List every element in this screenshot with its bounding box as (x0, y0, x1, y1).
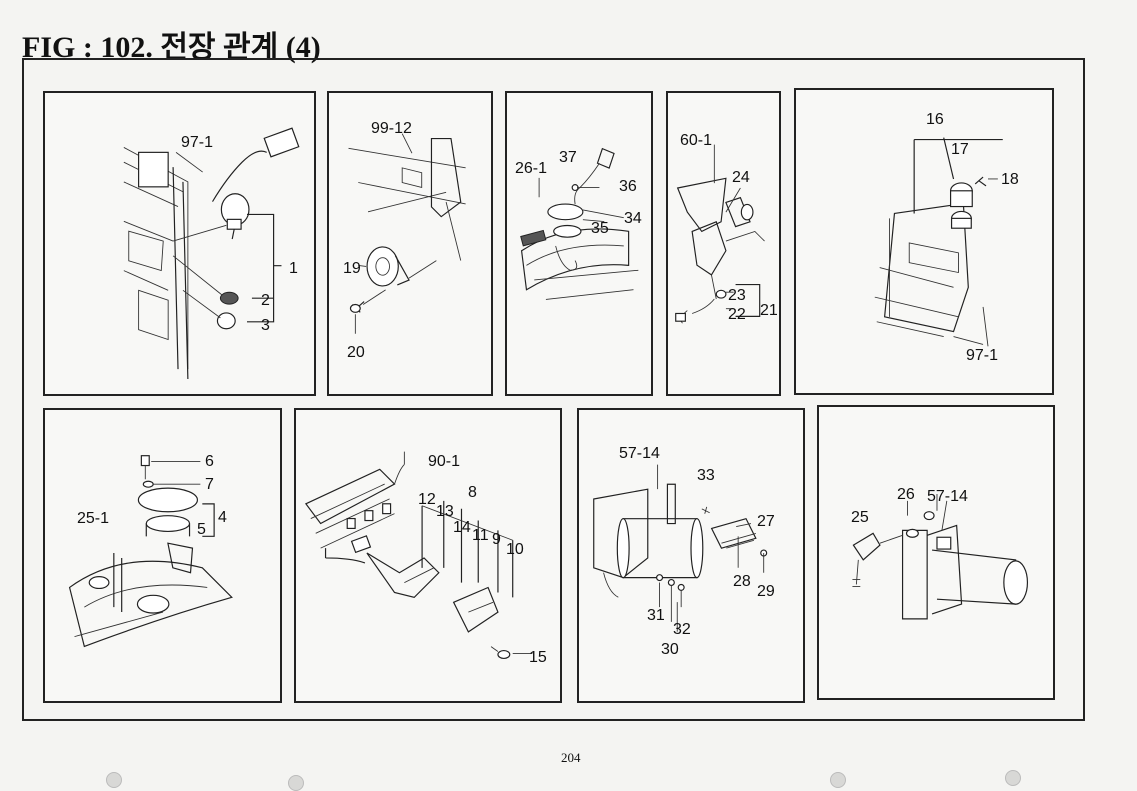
callout-3: 3 (261, 317, 270, 334)
callout-29: 29 (757, 583, 775, 600)
callout-20: 20 (347, 344, 365, 361)
callout-25-1: 25-1 (77, 510, 110, 527)
callout-24: 24 (732, 169, 750, 186)
diagram-panel-4: 60-1 24 23 21 22 (666, 91, 781, 396)
callout-99-12: 99-12 (371, 120, 412, 137)
callout-17: 17 (951, 141, 969, 158)
binder-hole-3 (830, 772, 846, 788)
callout-26-sensor: 26 (897, 486, 915, 503)
callout-19: 19 (343, 260, 361, 277)
diagram-panel-7: 90-1 8 12 13 14 11 9 10 15 (294, 408, 562, 703)
callout-25: 25 (851, 509, 869, 526)
callout-90-1: 90-1 (428, 453, 461, 470)
callout-32: 32 (673, 621, 691, 638)
callout-10: 10 (506, 541, 524, 558)
callout-1: 1 (289, 260, 298, 277)
diagram-panel-3: 37 26-1 36 34 35 (505, 91, 653, 396)
horn-drawing (348, 133, 466, 334)
callout-28: 28 (733, 573, 751, 590)
callout-33: 33 (697, 467, 715, 484)
fuel-sender-drawing (520, 147, 639, 300)
callout-21: 21 (760, 302, 778, 319)
callout-97-1-lamp: 97-1 (966, 347, 999, 364)
callout-57-14-sensor: 57-14 (927, 488, 968, 505)
callout-34: 34 (624, 210, 642, 227)
callout-4: 4 (218, 509, 227, 526)
callout-37: 37 (559, 149, 577, 166)
callout-23: 23 (728, 287, 746, 304)
callout-35: 35 (591, 220, 609, 237)
callout-15: 15 (529, 649, 547, 666)
lamp-bracket-drawing (874, 137, 1003, 347)
binder-hole-2 (288, 775, 304, 791)
callout-12: 12 (418, 491, 436, 508)
callout-18: 18 (1001, 171, 1019, 188)
callout-27: 27 (757, 513, 775, 530)
bracket-relay-drawing (675, 144, 765, 324)
callout-11: 11 (472, 527, 489, 544)
callout-60-1: 60-1 (680, 132, 713, 149)
regulator-harness-drawing (304, 451, 533, 660)
figure-frame (22, 58, 1085, 721)
callout-9: 9 (492, 531, 501, 548)
diagram-panel-2: 99-12 19 20 (327, 91, 493, 396)
sensor-bracket-drawing (852, 494, 1029, 620)
binder-hole-4 (1005, 770, 1021, 786)
starter-switch-drawing (123, 127, 300, 380)
callout-5: 5 (197, 521, 206, 538)
callout-7: 7 (205, 476, 214, 493)
diagram-panel-6: 6 7 25-1 4 5 (43, 408, 282, 703)
diagram-panel-8: 57-14 33 27 28 29 31 32 30 (577, 408, 805, 703)
diagram-panel-1: 97-1 1 2 3 (43, 91, 316, 396)
callout-31: 31 (647, 607, 665, 624)
switch-bracket-drawing (593, 464, 768, 632)
page-number: 204 (561, 750, 581, 765)
callout-13: 13 (436, 503, 454, 520)
fuel-gauge-unit-drawing (68, 455, 233, 648)
diagram-panel-5: 16 17 18 97-1 (794, 88, 1054, 395)
callout-57-14: 57-14 (619, 445, 660, 462)
diagram-panel-9: 26 57-14 25 (817, 405, 1055, 700)
callout-30: 30 (661, 641, 679, 658)
callout-26-1: 26-1 (515, 160, 548, 177)
binder-hole-1 (106, 772, 122, 788)
callout-36: 36 (619, 178, 637, 195)
callout-22: 22 (728, 306, 746, 323)
callout-14: 14 (453, 519, 471, 536)
callout-2: 2 (261, 292, 270, 309)
callout-8: 8 (468, 484, 477, 501)
callout-6: 6 (205, 453, 214, 470)
callout-16: 16 (926, 111, 944, 128)
callout-97-1: 97-1 (181, 134, 214, 151)
